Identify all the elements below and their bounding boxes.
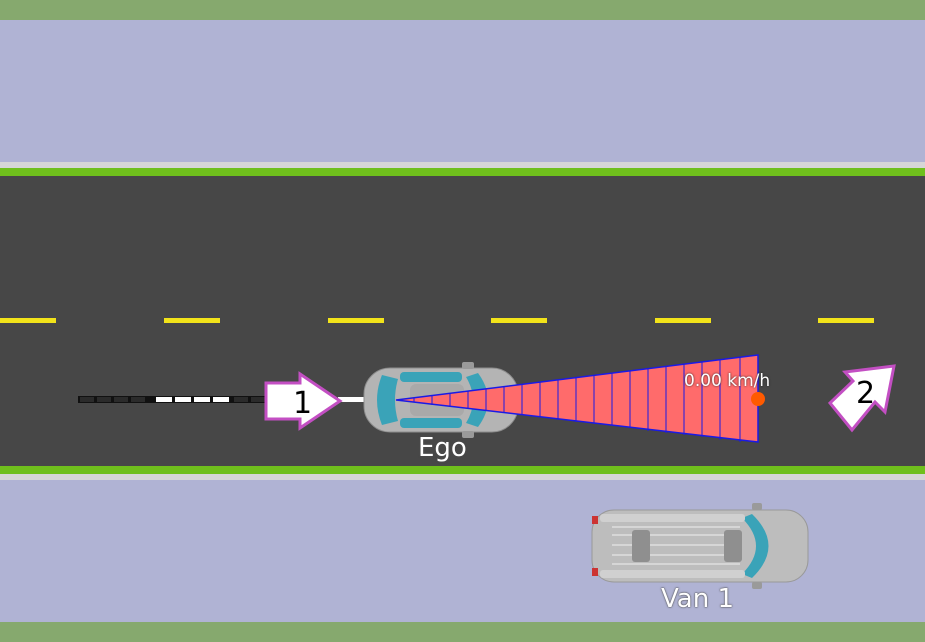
- curb-top: [0, 162, 925, 168]
- road-edge-bottom: [0, 466, 925, 474]
- sidewalk-top: [0, 20, 925, 162]
- sensor-field-of-view: [395, 354, 765, 443]
- ego-trajectory-trail: [78, 396, 366, 403]
- waypoint-2-marker[interactable]: 2: [827, 364, 896, 433]
- sensor-target-dot[interactable]: [751, 392, 765, 406]
- van-1-vehicle[interactable]: [591, 503, 809, 589]
- arrow-up-right-icon: [827, 364, 896, 433]
- waypoint-2-number: 2: [856, 376, 875, 411]
- waypoint-1-marker[interactable]: 1: [264, 371, 343, 431]
- ego-label: Ego: [418, 433, 467, 463]
- grass-top: [0, 0, 925, 20]
- grass-bottom: [0, 622, 925, 642]
- van-1-label: Van 1: [661, 584, 734, 614]
- waypoint-1-number: 1: [293, 386, 312, 421]
- curb-bottom: [0, 474, 925, 480]
- lane-center-marking: [0, 318, 874, 323]
- road-edge-top: [0, 168, 925, 176]
- arrow-right-icon: [264, 371, 343, 431]
- speed-readout: 0.00 km/h: [684, 371, 771, 391]
